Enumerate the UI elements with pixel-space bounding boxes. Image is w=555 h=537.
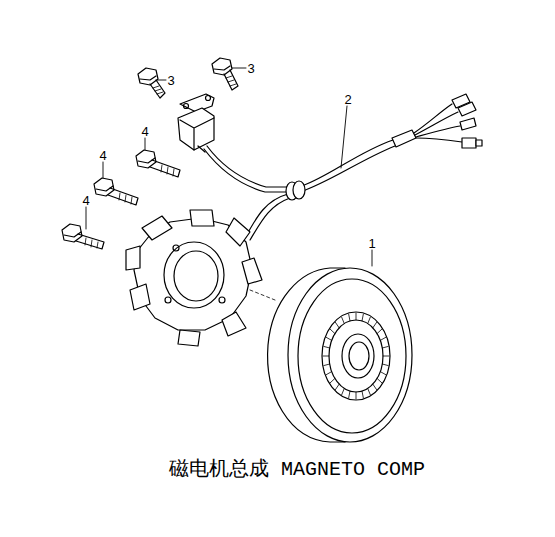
bolt-4 [62, 224, 104, 249]
bolt-4 [94, 178, 138, 205]
callout-number: 1 [368, 237, 375, 250]
stator [126, 210, 275, 346]
pickup-coil [178, 94, 214, 152]
callout-number: 3 [247, 62, 254, 75]
bolt-3 [212, 58, 238, 90]
callout-number: 2 [344, 93, 351, 106]
bolt-3 [138, 68, 165, 98]
connectors [452, 94, 482, 148]
bolt-4 [136, 150, 180, 177]
flywheel-rotor [268, 268, 412, 442]
callout-number: 3 [167, 74, 174, 87]
callout-number: 4 [99, 149, 106, 162]
callout-number: 4 [141, 125, 148, 138]
callout-number: 4 [82, 194, 89, 207]
wire-harness [204, 104, 462, 240]
caption: 磁电机总成 MAGNETO COMP [169, 459, 425, 481]
grommet [286, 181, 305, 200]
